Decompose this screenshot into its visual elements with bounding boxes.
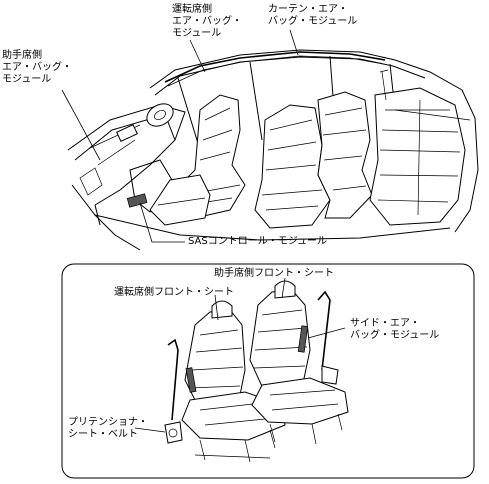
sas-control-leader [139, 202, 185, 243]
front-seats [164, 280, 349, 463]
curtain-airbag-label: カーテン・エア・ バッグ・モジュール [268, 4, 358, 27]
pretensioner-leader [134, 427, 166, 433]
driver-airbag-leader [189, 39, 206, 73]
passenger-seat-leader [281, 277, 286, 299]
seat-detail-frame [61, 263, 475, 479]
pretensioner-label: プリテンショナ・ シート・ベルト [68, 417, 148, 440]
curtain-airbag-leader [289, 29, 299, 56]
passenger-front-seat-label: 助手席側フロント・シート [214, 268, 334, 279]
passenger-airbag-leader [61, 89, 101, 161]
side-airbag-label: サイド・エア・ バッグ・モジュール [350, 318, 440, 341]
vehicle-cabin [67, 49, 479, 251]
driver-front-seat-label: 運転席側フロント・シート [114, 287, 234, 298]
driver-seat-leader [214, 294, 219, 321]
sas-control-label: SASコントロール・モジュール [188, 236, 328, 247]
driver-airbag-label: 運転席側 エア・バッグ・ モジュール [172, 4, 242, 39]
side-airbag-leader [307, 327, 346, 339]
passenger-airbag-label: 助手席側 エア・バッグ・ モジュール [2, 50, 72, 85]
